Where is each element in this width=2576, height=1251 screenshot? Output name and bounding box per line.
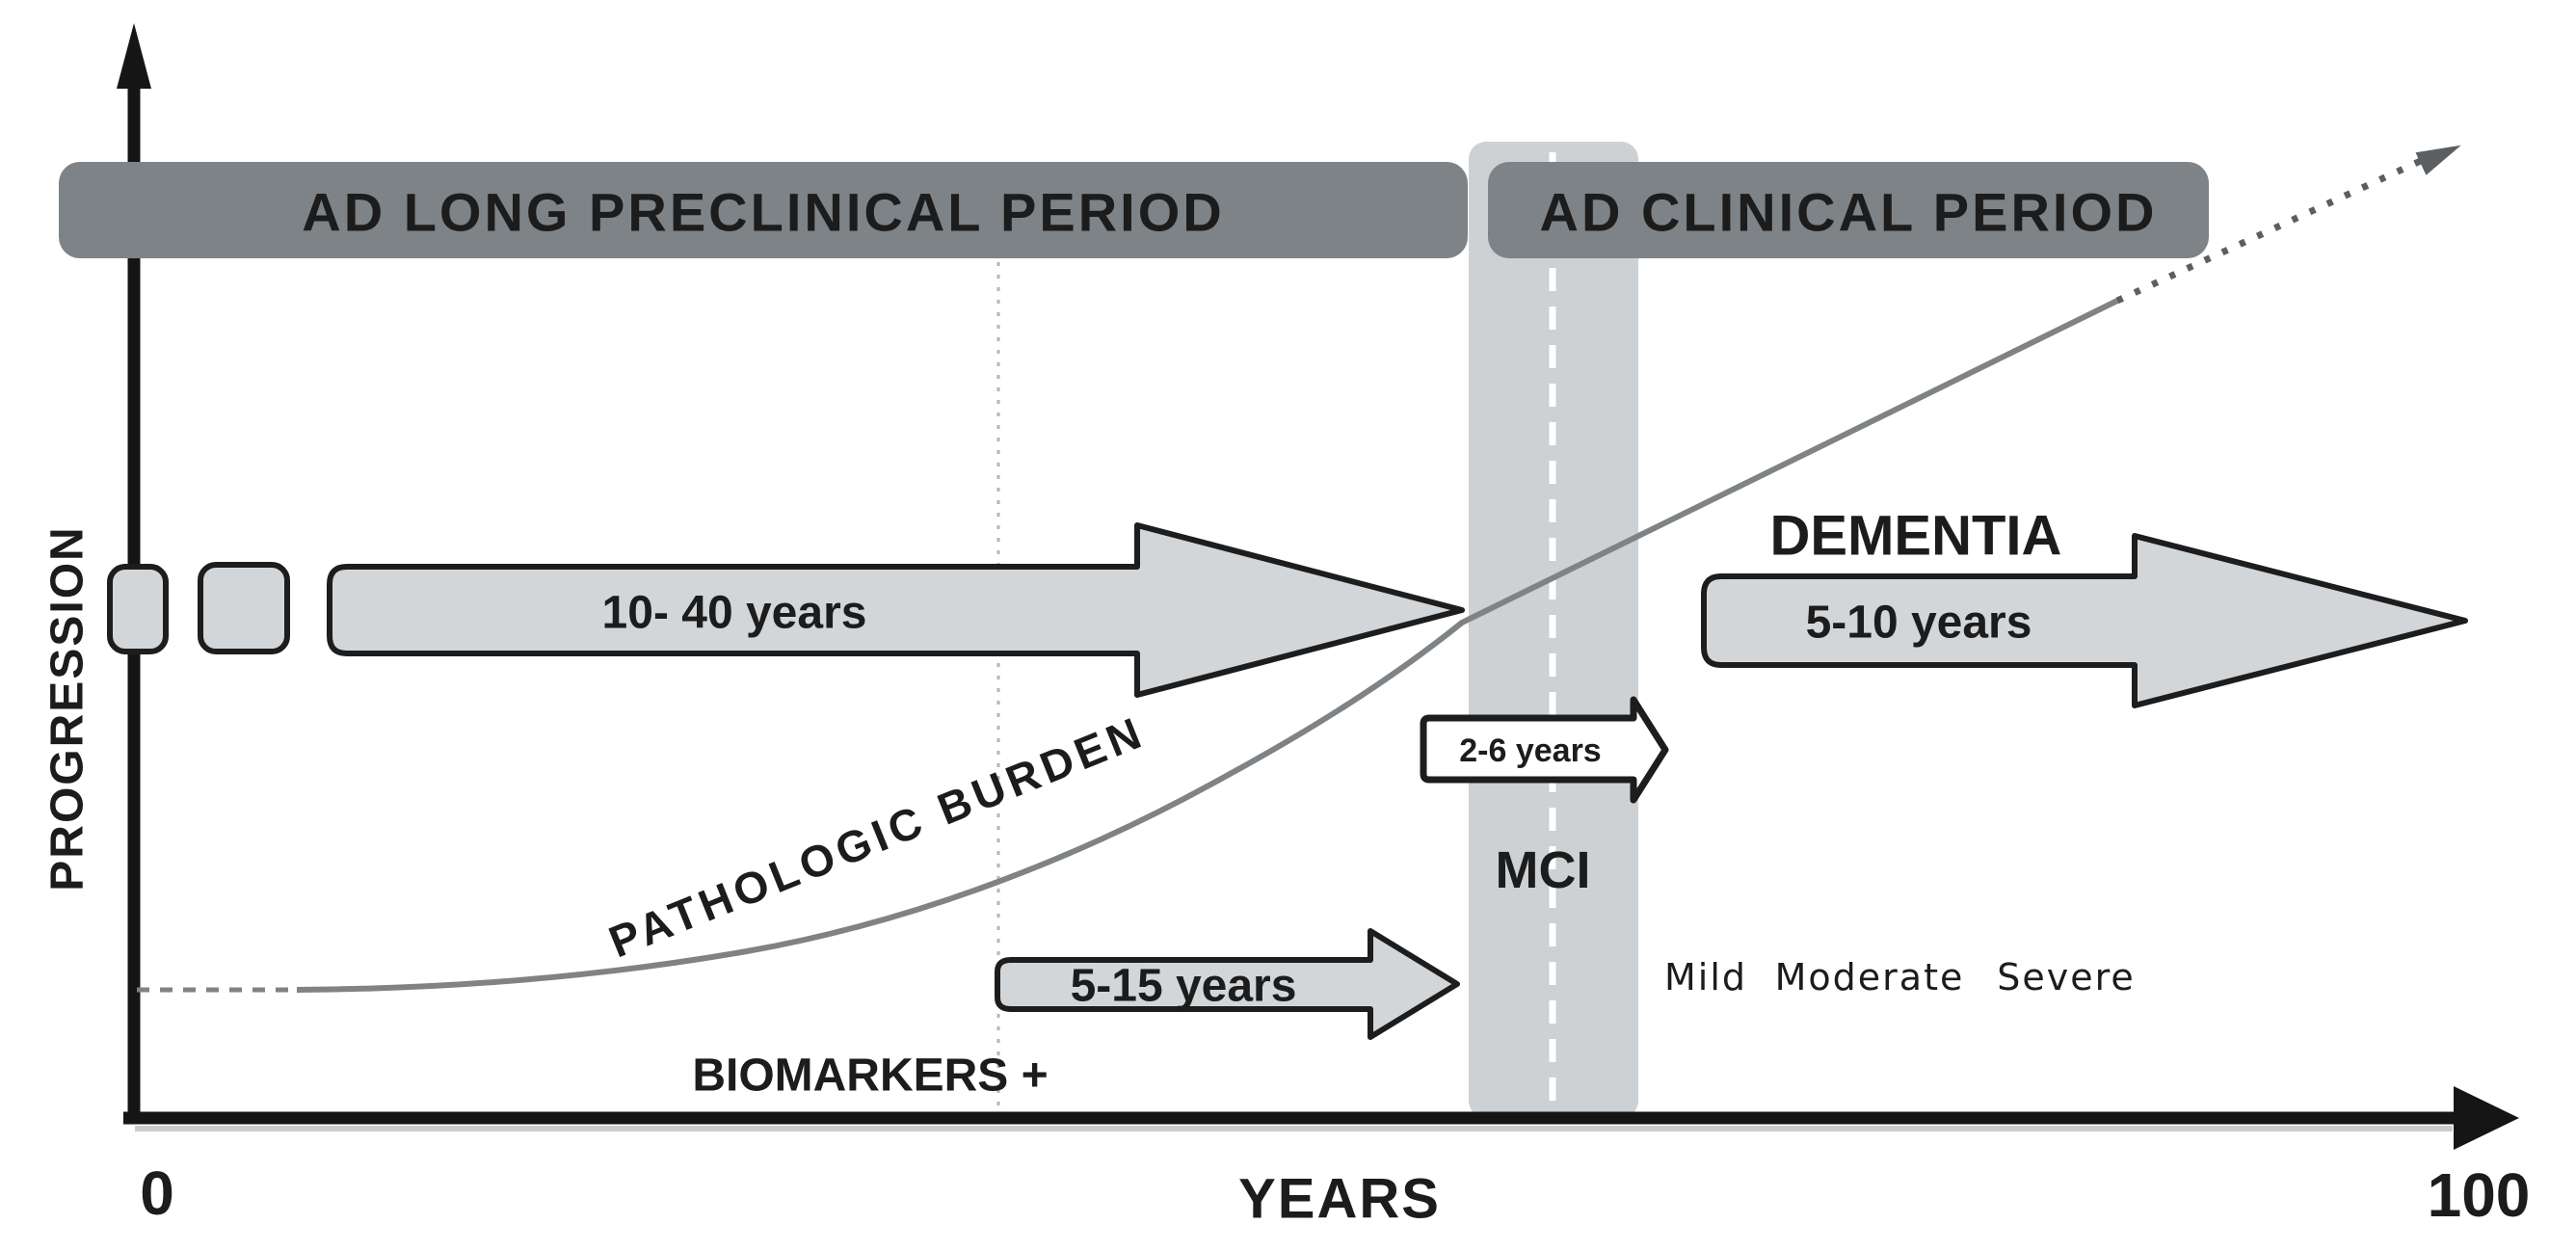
timeline-start-marker-1 — [107, 564, 169, 654]
preclinical-duration-arrow — [327, 522, 1465, 698]
mci-to-dementia-duration-label: 2-6 years — [1459, 732, 1601, 769]
timeline-start-marker-2 — [198, 562, 290, 654]
y-axis-title: PROGRESSION — [42, 525, 93, 891]
x-axis-title: YEARS — [1238, 1168, 1441, 1231]
dementia-duration-arrow — [1701, 533, 2468, 708]
preclinical-period-banner-label: AD LONG PRECLINICAL PERIOD — [302, 182, 1224, 243]
x-axis-arrowhead-icon — [2454, 1086, 2519, 1150]
biomarker-duration-label: 5-15 years — [1071, 961, 1297, 1012]
severity-label-moderate: Moderate — [1775, 956, 1965, 998]
dementia-duration-label: 5-10 years — [1806, 598, 2032, 649]
mci-stage-label: MCI — [1496, 841, 1591, 899]
biomarkers-positive-label: BIOMARKERS + — [692, 1051, 1048, 1102]
x-axis-min-tick-label: 0 — [140, 1158, 174, 1228]
severity-label-mild: Mild — [1664, 956, 1747, 998]
dementia-stage-label: DEMENTIA — [1770, 505, 2062, 568]
curve-arrowhead-icon — [2415, 145, 2461, 175]
pathologic-burden-curve — [296, 298, 2119, 993]
mci-to-dementia-arrow — [1420, 696, 1669, 804]
clinical-period-banner-label: AD CLINICAL PERIOD — [1540, 182, 2158, 243]
preclinical-period-banner — [59, 162, 1468, 258]
clinical-period-banner — [1488, 162, 2209, 258]
x-axis-max-tick-label: 100 — [2428, 1160, 2531, 1230]
preclinical-duration-label: 10- 40 years — [602, 588, 867, 639]
severity-label-severe: Severe — [1997, 956, 2136, 998]
y-axis-arrowhead-icon — [117, 23, 151, 89]
biomarker-duration-arrow — [995, 928, 1460, 1040]
